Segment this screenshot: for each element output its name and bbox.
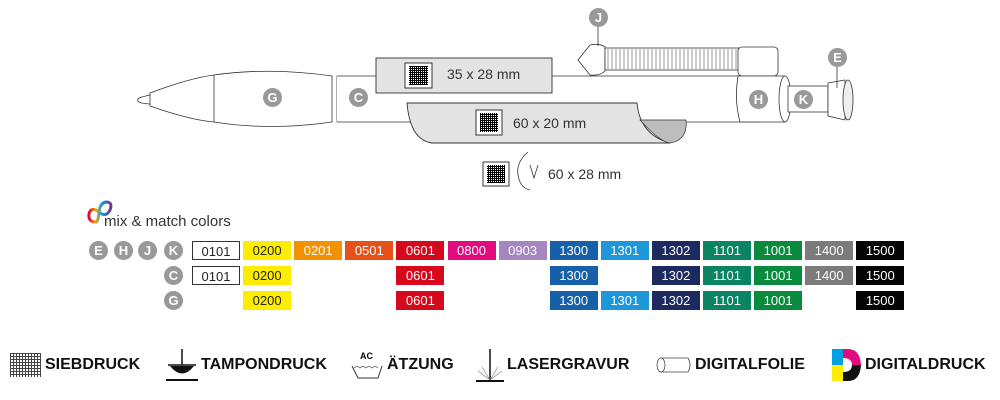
legend-label: DIGITALFOLIE [695, 356, 805, 373]
part-badge-e: E [828, 48, 847, 67]
color-swatch-1300: 1300 [549, 291, 598, 310]
legend-tampondruck: TAMPONDRUCK [166, 349, 327, 381]
color-swatch-1302: 1302 [651, 241, 700, 260]
color-swatch-0101: 0101 [192, 241, 240, 260]
color-swatch-0101: 0101 [192, 266, 240, 285]
color-swatch-1302: 1302 [651, 266, 700, 285]
color-swatch-1400: 1400 [805, 266, 854, 285]
part-badge-j: J [589, 8, 608, 27]
part-badge-g: G [164, 291, 183, 310]
part-badge-k: K [164, 241, 183, 260]
color-swatch-0601: 0601 [396, 291, 445, 310]
legend-label: SIEBDRUCK [45, 356, 141, 373]
part-badge-k: K [794, 90, 813, 109]
part-badge-g: G [263, 88, 282, 107]
color-swatch-1001: 1001 [754, 291, 803, 310]
color-swatch-1500: 1500 [856, 266, 905, 285]
legend-label: DIGITALDRUCK [865, 356, 986, 373]
mix-match-logo-icon [87, 200, 113, 224]
color-swatch-1001: 1001 [754, 266, 803, 285]
part-badge-j: J [138, 241, 157, 260]
pen-grip [149, 70, 333, 127]
legend-lasergravur: LASERGRAVUR [474, 349, 630, 382]
lasergravur-icon [476, 349, 504, 382]
color-swatch-1101: 1101 [703, 291, 751, 310]
legend-label: LASERGRAVUR [507, 356, 630, 373]
rotation-icon [517, 151, 539, 191]
color-swatch-0201: 0201 [294, 241, 343, 260]
aetzung-icon-text: AC [360, 351, 373, 361]
siebdruck-icon [409, 66, 428, 85]
part-badge-h: H [114, 241, 133, 260]
legend-aetzung: AC ÄTZUNG [350, 350, 454, 380]
color-swatch-0200: 0200 [243, 266, 292, 285]
imprint-size-label: 60 x 28 mm [548, 166, 622, 182]
tampondruck-icon [166, 349, 198, 381]
color-swatch-0501: 0501 [345, 241, 394, 260]
mix-match-title: mix & match colors [104, 213, 231, 230]
color-swatch-1001: 1001 [754, 241, 803, 260]
color-swatch-0601: 0601 [396, 241, 445, 260]
color-swatch-0903: 0903 [498, 241, 547, 260]
color-swatch-1301: 1301 [600, 241, 649, 260]
pen-part-e [827, 79, 846, 121]
legend-label: TAMPONDRUCK [201, 356, 327, 373]
color-swatch-0800: 0800 [447, 241, 496, 260]
siebdruck-icon [10, 353, 41, 377]
siebdruck-icon [487, 165, 505, 183]
pen-clip [577, 43, 606, 76]
color-swatch-1500: 1500 [856, 241, 905, 260]
siebdruck-icon [480, 113, 498, 132]
color-swatch-1300: 1300 [549, 266, 598, 285]
color-swatch-1400: 1400 [805, 241, 854, 260]
color-swatch-1101: 1101 [703, 241, 751, 260]
legend-digitaldruck: DIGITALDRUCK [832, 349, 986, 381]
legend-siebdruck: SIEBDRUCK [10, 350, 140, 380]
pen-tip [137, 94, 151, 105]
color-swatch-1300: 1300 [549, 241, 598, 260]
imprint-size-label: 35 x 28 mm [447, 66, 521, 82]
digitaldruck-icon [832, 349, 861, 381]
aetzung-icon: AC [351, 351, 383, 379]
color-swatch-0200: 0200 [243, 241, 292, 260]
color-swatch-1302: 1302 [651, 291, 700, 310]
part-badge-c: C [349, 88, 368, 107]
pen-diagram [137, 26, 854, 191]
imprint-size-label: 60 x 20 mm [513, 115, 587, 131]
part-badge-c: C [164, 266, 183, 285]
legend-label: ÄTZUNG [387, 356, 454, 373]
color-swatch-0601: 0601 [396, 266, 445, 285]
color-swatch-1301: 1301 [600, 291, 649, 310]
color-swatch-0200: 0200 [243, 291, 292, 310]
color-swatch-1101: 1101 [703, 266, 751, 285]
legend-digitalfolie: DIGITALFOLIE [656, 350, 805, 380]
part-badge-e: E [89, 241, 108, 260]
color-swatch-1500: 1500 [856, 291, 905, 310]
digitalfolie-icon [656, 357, 691, 373]
part-badge-h: H [749, 90, 768, 109]
